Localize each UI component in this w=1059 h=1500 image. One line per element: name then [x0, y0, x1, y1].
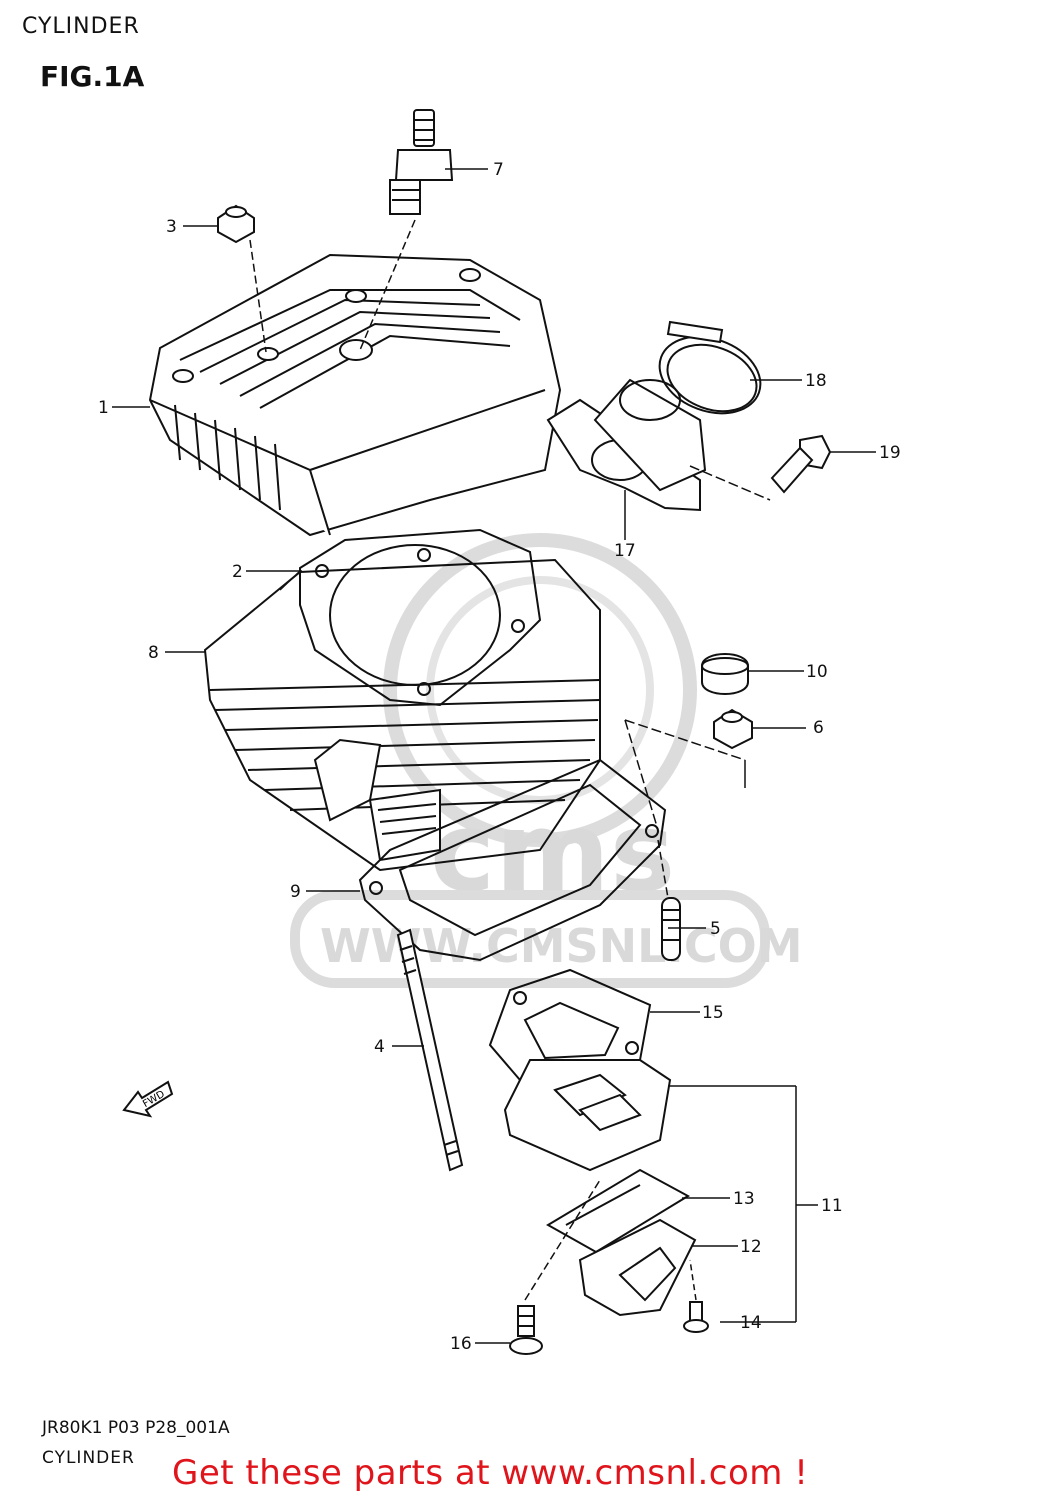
pipe-bolt[interactable] — [770, 434, 832, 494]
hose-clamp[interactable] — [649, 320, 771, 427]
callout-13: 13 — [733, 1189, 755, 1209]
callout-3: 3 — [166, 217, 177, 237]
callout-15: 15 — [702, 1003, 724, 1023]
reed-screw-small[interactable] — [683, 1301, 709, 1333]
cylinder-block[interactable] — [203, 558, 601, 872]
forward-arrow-icon: FWD — [122, 1080, 174, 1118]
callout-4: 4 — [374, 1037, 385, 1057]
watermark-url-text: WWW.CMSNL.COM — [320, 919, 803, 973]
reed-stopper[interactable] — [546, 1168, 691, 1254]
callout-1: 1 — [98, 398, 109, 418]
head-gasket[interactable] — [299, 528, 542, 707]
figure-label: FIG.1A — [40, 60, 145, 93]
callout-6: 6 — [813, 718, 824, 738]
callout-9: 9 — [290, 882, 301, 902]
callout-14: 14 — [740, 1313, 762, 1333]
reed-valve-body[interactable] — [503, 1059, 672, 1172]
cylinder-stud[interactable] — [396, 928, 464, 1172]
cylinder-head[interactable] — [148, 253, 562, 537]
page-title: CYLINDER — [22, 14, 140, 39]
callout-11: 11 — [821, 1196, 843, 1216]
callout-2: 2 — [232, 562, 243, 582]
base-gasket[interactable] — [358, 758, 667, 962]
callout-18: 18 — [805, 371, 827, 391]
flange-nut[interactable] — [713, 708, 753, 750]
callout-19: 19 — [879, 443, 901, 463]
callout-16: 16 — [450, 1334, 472, 1354]
callout-5: 5 — [710, 919, 721, 939]
spark-plug[interactable] — [389, 109, 454, 215]
reed-screw-large[interactable] — [509, 1305, 543, 1355]
callout-7: 7 — [493, 160, 504, 180]
cap-nut[interactable] — [217, 204, 255, 244]
leader-lines — [112, 168, 876, 1344]
callout-17: 17 — [614, 541, 636, 561]
footer-diagram-code: JR80K1 P03 P28_001A — [42, 1418, 230, 1438]
cta-link[interactable]: Get these parts at www.cmsnl.com ! — [172, 1453, 809, 1493]
callout-10: 10 — [806, 662, 828, 682]
footer-diagram-name: CYLINDER — [42, 1448, 135, 1468]
dowel-pin[interactable] — [661, 897, 681, 961]
intake-pipe[interactable] — [546, 378, 707, 512]
collar[interactable] — [701, 653, 749, 695]
callout-8: 8 — [148, 643, 159, 663]
reed-petal[interactable] — [578, 1218, 697, 1317]
callout-12: 12 — [740, 1237, 762, 1257]
